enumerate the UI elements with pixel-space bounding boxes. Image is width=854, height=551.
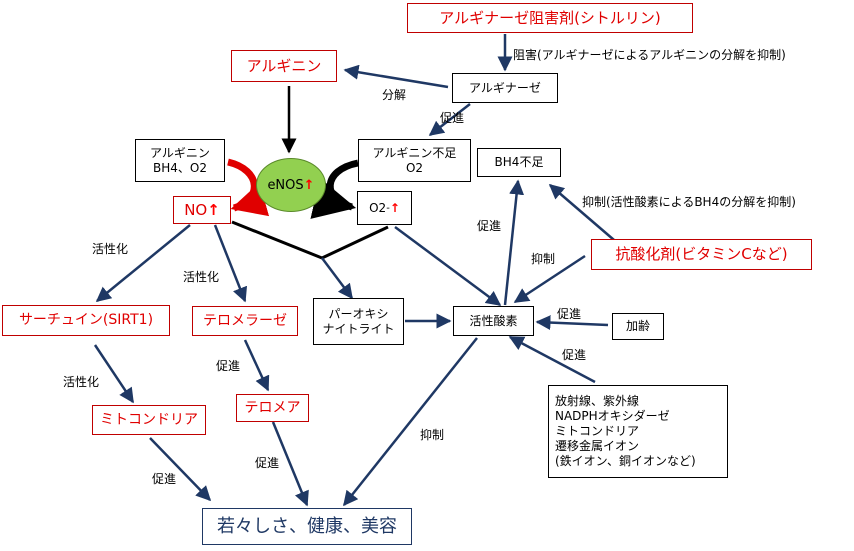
- bh4-shortage-label: BH4不足: [494, 155, 544, 169]
- arrow-no-to-telomerase: [213, 224, 248, 303]
- arrow-telomere-to-outcome: [271, 421, 309, 507]
- enos-label: eNOS: [267, 177, 304, 193]
- ros-source-1: 放射線、紫外線: [555, 394, 640, 408]
- arginine-shortage-line1: アルギニン不足: [372, 145, 457, 160]
- peroxynitrite-line2: ナイトライト: [322, 321, 395, 336]
- arginine-bh4-line2: BH4、O2: [153, 160, 207, 175]
- label-inhibit-bh4: 抑制(活性酸素によるBH4の分解を抑制): [582, 195, 796, 209]
- ros-source-2: NADPHオキシダーゼ: [555, 409, 670, 423]
- arrow-ros-to-outcome: [343, 337, 478, 507]
- label-promote-sources: 促進: [562, 348, 587, 362]
- arrow-junction-to-peroxynitrite: [321, 257, 353, 300]
- arginase-inhibitor-node: アルギナーゼ阻害剤(シトルリン): [407, 3, 693, 33]
- label-promote-telomere-outcome: 促進: [255, 456, 280, 470]
- arrow-antioxidant-to-bh4: [548, 184, 615, 241]
- enos-node: eNOS↑: [256, 158, 326, 212]
- telomerase-node: テロメラーゼ: [192, 306, 298, 336]
- no-node: NO↑: [173, 196, 231, 224]
- peroxynitrite-node: パーオキシ ナイトライト: [313, 298, 404, 345]
- arginine-shortage-node: アルギニン不足 O2: [358, 139, 471, 182]
- sirtuin-node: サーチュイン(SIRT1): [2, 305, 170, 336]
- arginase-inhibitor-label: アルギナーゼ阻害剤(シトルリン): [439, 8, 661, 27]
- ros-source-5: (鉄イオン、銅イオンなど): [555, 454, 696, 468]
- aging-node: 加齢: [612, 313, 664, 340]
- label-promote-bh4: 促進: [477, 219, 502, 233]
- telomere-node: テロメア: [236, 394, 309, 422]
- arrow-sirtuin-to-mito: [93, 344, 135, 404]
- aging-label: 加齢: [625, 319, 650, 333]
- arrow-arginase-to-arginine: [343, 64, 449, 89]
- line-no-to-junction: [231, 220, 323, 260]
- label-decompose: 分解: [382, 88, 407, 102]
- superoxide-sup: -: [386, 202, 390, 214]
- label-promote-mito-outcome: 促進: [152, 472, 177, 486]
- label-activate-telomerase: 活性化: [183, 270, 220, 284]
- antioxidant-node: 抗酸化剤(ビタミンCなど): [591, 239, 812, 270]
- ros-node: 活性酸素: [453, 306, 534, 336]
- arrow-telomerase-to-telomere: [243, 339, 270, 392]
- arginine-bh4-line1: アルギニン: [150, 145, 210, 160]
- curve-substrate-to-no: [227, 158, 270, 217]
- arginine-label: アルギニン: [246, 56, 322, 75]
- mitochondria-node: ミトコンドリア: [92, 405, 206, 435]
- no-up-arrow-icon: ↑: [207, 200, 220, 219]
- ros-sources-node: 放射線、紫外線 NADPHオキシダーゼ ミトコンドリア 遷移金属イオン (鉄イオ…: [548, 385, 728, 478]
- arrow-sources-to-ros: [508, 335, 596, 384]
- arrow-antioxidant-to-ros: [513, 254, 586, 304]
- arrow-ros-to-bh4: [503, 179, 525, 306]
- arrow-o2-to-ros: [394, 225, 502, 307]
- ros-source-4: 遷移金属イオン: [555, 439, 640, 453]
- bh4-shortage-node: BH4不足: [477, 148, 561, 177]
- no-label: NO: [184, 200, 208, 219]
- sirtuin-label: サーチュイン(SIRT1): [18, 312, 154, 328]
- label-promote-telomere: 促進: [216, 359, 241, 373]
- arginine-shortage-line2: O2: [405, 160, 424, 175]
- label-activate-sirt: 活性化: [92, 242, 129, 256]
- outcome-node: 若々しさ、健康、美容: [202, 508, 412, 545]
- enos-up-arrow-icon: ↑: [303, 177, 315, 193]
- curve-shortage-to-o2: [310, 159, 359, 219]
- superoxide-up-arrow-icon: ↑: [389, 200, 400, 215]
- outcome-label: 若々しさ、健康、美容: [217, 516, 397, 537]
- arginine-node: アルギニン: [231, 50, 337, 82]
- ros-source-3: ミトコンドリア: [555, 424, 640, 438]
- arrow-no-to-sirtuin: [95, 224, 191, 302]
- superoxide-label: O2: [369, 200, 387, 215]
- label-inhibit-arginase: 阻害(アルギナーゼによるアルギニンの分解を抑制): [513, 48, 786, 62]
- line-o2-to-junction: [321, 225, 389, 260]
- label-inhibit-outcome: 抑制: [420, 428, 445, 442]
- arginase-node: アルギナーゼ: [452, 73, 558, 103]
- telomere-label: テロメア: [244, 399, 301, 416]
- ros-label: 活性酸素: [469, 313, 518, 328]
- label-promote-arginase: 促進: [440, 111, 465, 125]
- mitochondria-label: ミトコンドリア: [100, 411, 198, 428]
- arrow-aging-to-ros: [535, 315, 609, 331]
- telomerase-label: テロメラーゼ: [203, 312, 287, 329]
- superoxide-node: O2-↑: [357, 191, 412, 225]
- label-inhibit-ros: 抑制: [531, 252, 556, 266]
- antioxidant-label: 抗酸化剤(ビタミンCなど): [615, 245, 788, 263]
- arginase-label: アルギナーゼ: [469, 80, 541, 95]
- arrow-arginase-to-shortage: [428, 103, 471, 136]
- label-promote-aging: 促進: [557, 307, 582, 321]
- arginine-bh4-node: アルギニン BH4、O2: [135, 139, 225, 182]
- label-activate-mito: 活性化: [63, 375, 100, 389]
- arrow-mito-to-outcome: [149, 437, 212, 502]
- peroxynitrite-line1: パーオキシ: [328, 306, 389, 321]
